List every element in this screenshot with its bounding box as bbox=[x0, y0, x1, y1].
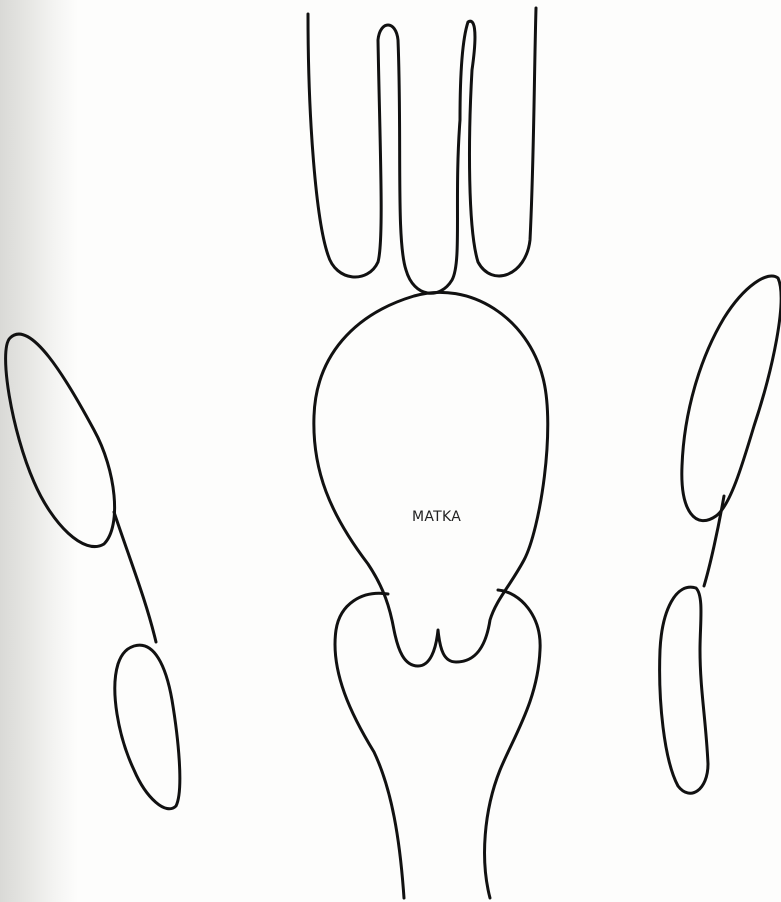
uterus-label: MATKA bbox=[412, 509, 461, 525]
right-ovary bbox=[682, 276, 781, 521]
right-lower-oval bbox=[660, 587, 708, 793]
right-tube-line bbox=[704, 496, 724, 586]
uterus-body bbox=[314, 292, 548, 666]
cervix-vagina-tube bbox=[335, 593, 404, 898]
left-ovary bbox=[6, 334, 115, 546]
left-tube-line bbox=[114, 512, 156, 642]
cervix-vagina-tube-right bbox=[485, 590, 541, 898]
upper-finger-shapes bbox=[308, 8, 536, 293]
left-lower-oval bbox=[115, 645, 180, 809]
